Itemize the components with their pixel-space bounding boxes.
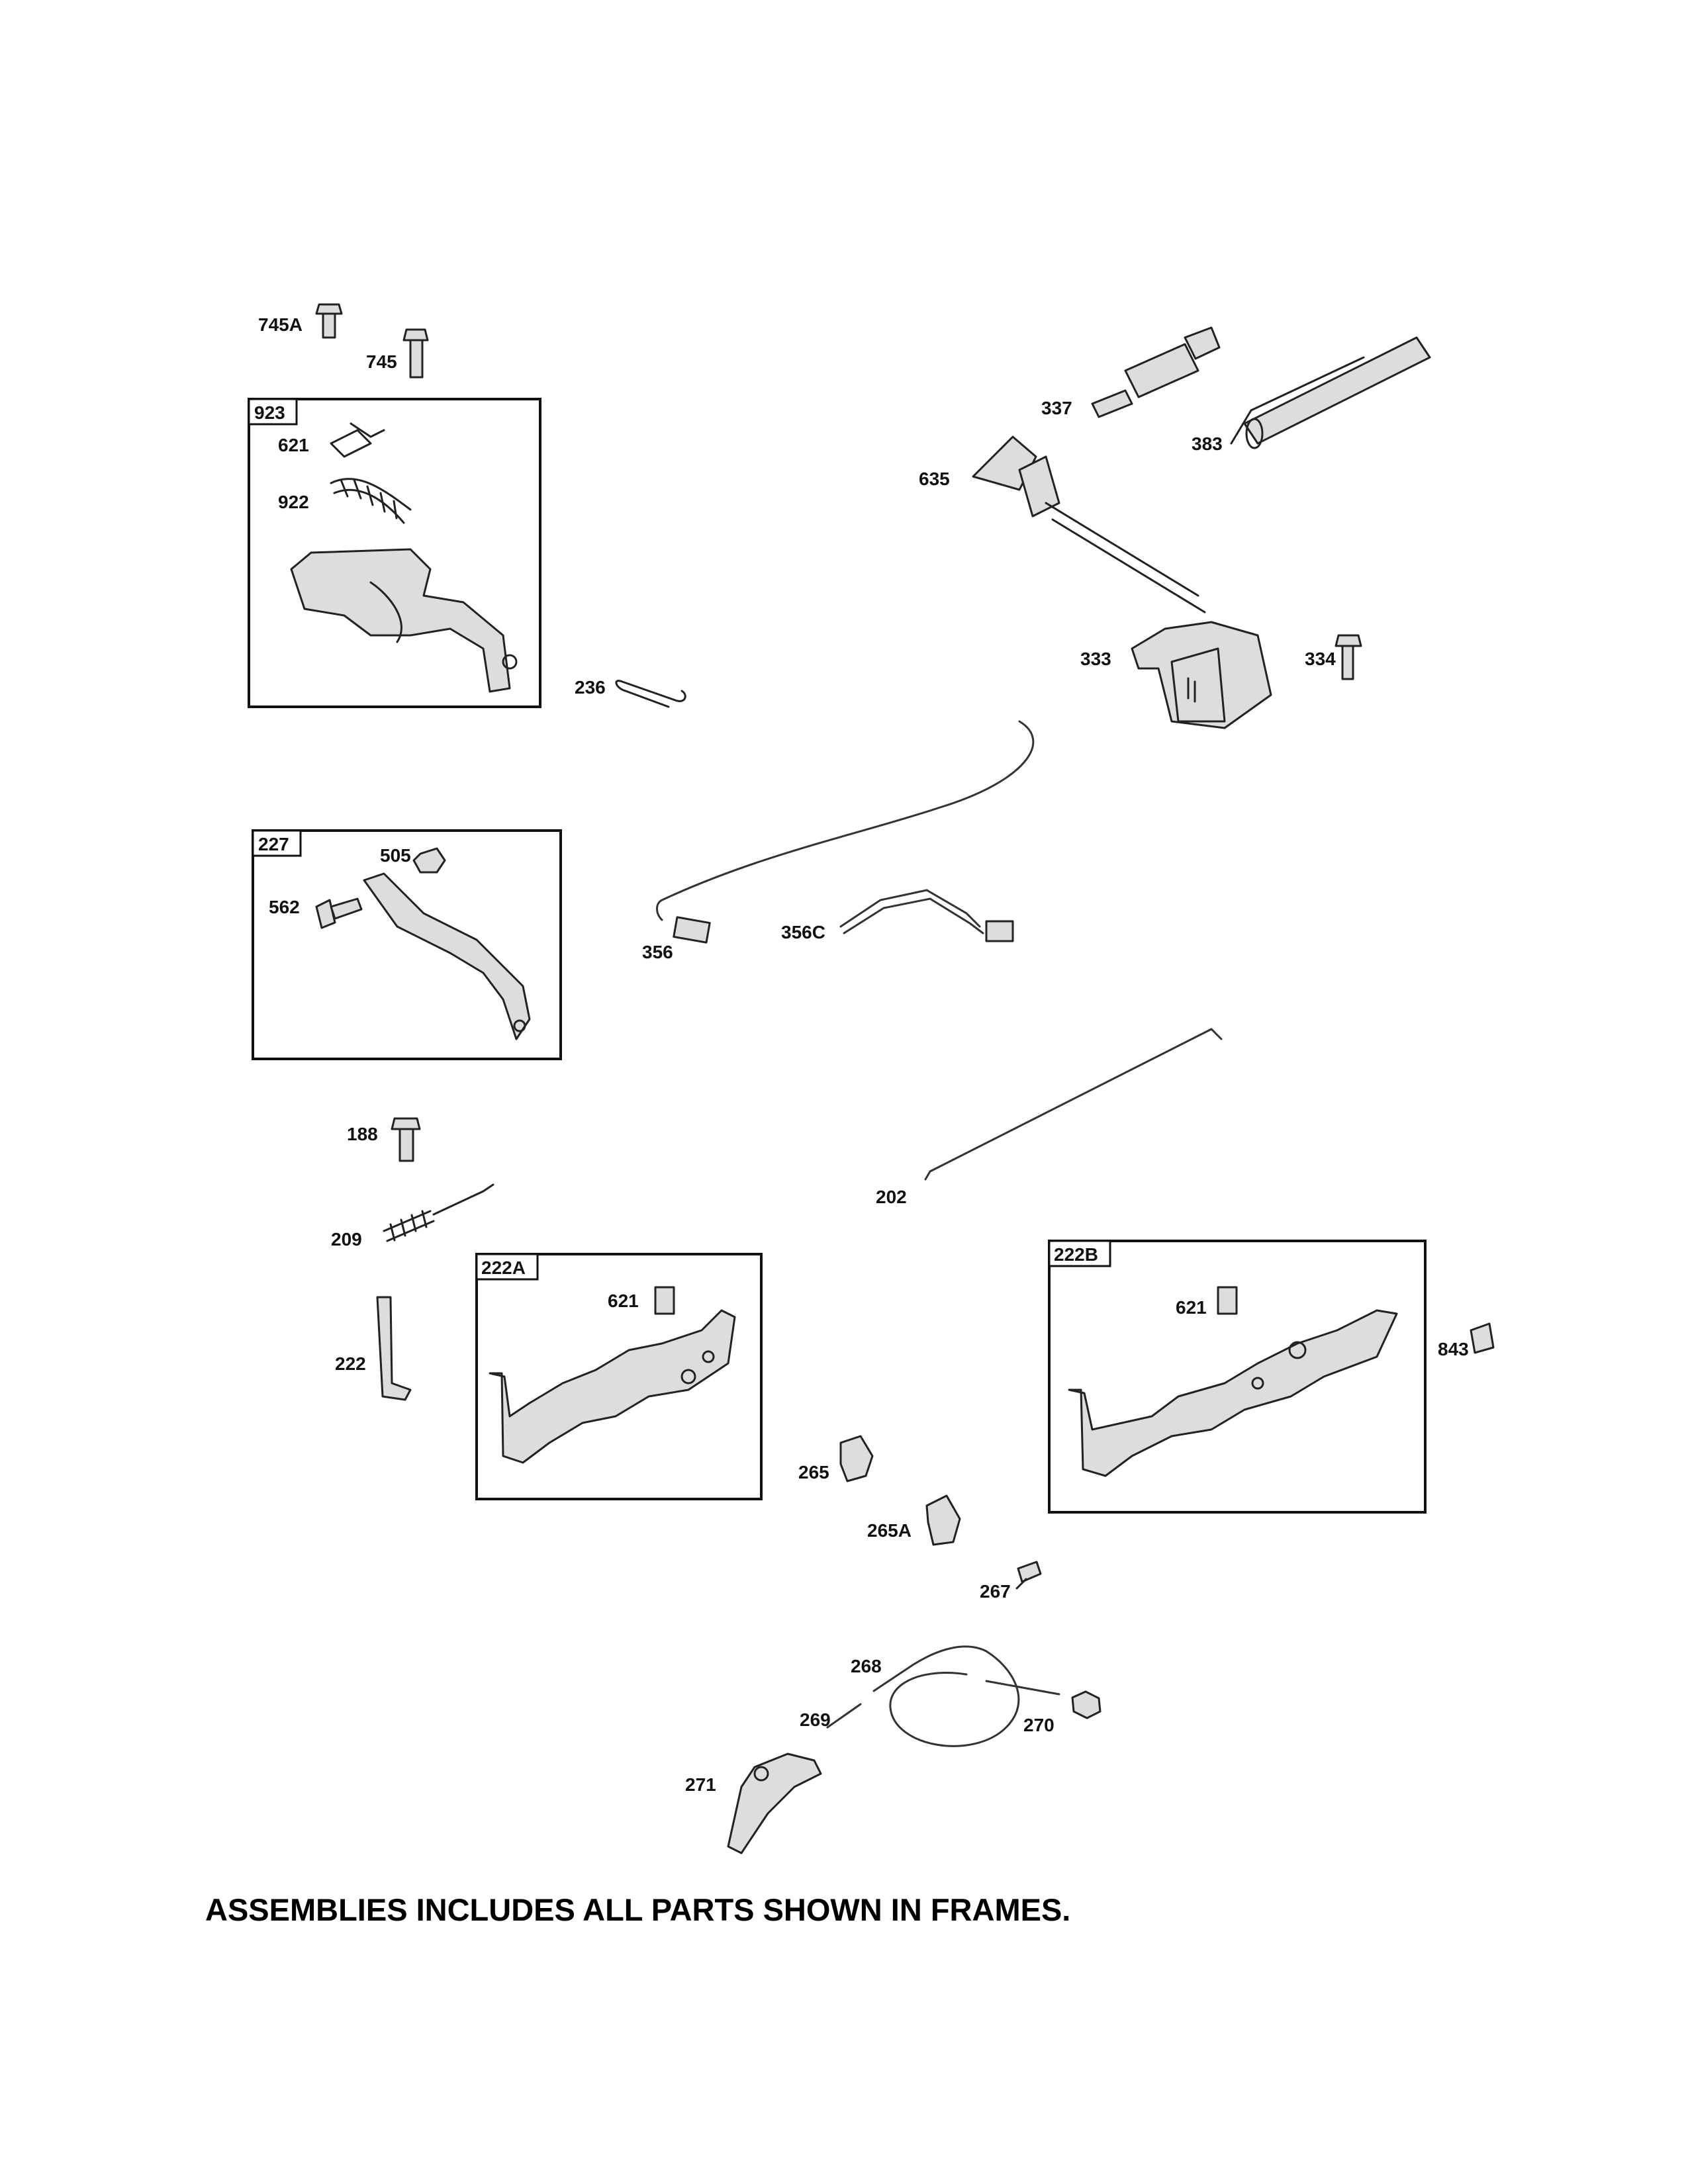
clip-265-drawing — [839, 1435, 874, 1482]
link-236-drawing — [615, 680, 686, 708]
label-209: 209 — [331, 1229, 362, 1250]
label-621-222A: 621 — [608, 1291, 639, 1311]
label-505: 505 — [380, 845, 411, 866]
frame-923-label: 923 — [254, 402, 285, 423]
cable-268-drawing — [826, 1645, 1060, 1747]
spring-922-drawing — [330, 478, 412, 524]
frame-227-label: 227 — [258, 834, 289, 854]
label-356: 356 — [642, 942, 673, 962]
screw-334-drawing — [1335, 634, 1362, 680]
bracket-222-drawing — [376, 1296, 412, 1401]
label-621-923: 621 — [278, 435, 309, 455]
label-265: 265 — [798, 1462, 829, 1482]
rod-202-drawing — [924, 1028, 1223, 1181]
governor-lever-923-drawing — [290, 548, 518, 693]
frame-923: 923 — [248, 398, 541, 708]
clip-265A-drawing — [925, 1494, 961, 1546]
frame-222B-label: 222B — [1054, 1244, 1098, 1265]
bolt-745A-drawing — [315, 303, 343, 339]
label-635: 635 — [919, 469, 950, 489]
lever-227-drawing — [363, 872, 531, 1040]
ignition-armature-333-drawing — [972, 435, 1272, 729]
label-270: 270 — [1023, 1715, 1055, 1735]
label-202: 202 — [876, 1187, 907, 1207]
frame-222B: 222B — [1048, 1240, 1427, 1514]
nut-505-drawing — [412, 847, 446, 874]
frame-222A: 222A — [475, 1253, 763, 1500]
spring-209-drawing — [383, 1183, 494, 1242]
label-562: 562 — [269, 897, 300, 917]
label-265A: 265A — [867, 1520, 912, 1541]
label-922: 922 — [278, 492, 309, 512]
label-271: 271 — [685, 1774, 716, 1795]
label-334: 334 — [1305, 649, 1336, 669]
screw-267-drawing — [1015, 1561, 1042, 1590]
bolt-188-drawing — [391, 1117, 421, 1162]
label-236: 236 — [575, 677, 606, 698]
part-843-drawing — [1470, 1322, 1495, 1354]
label-843: 843 — [1438, 1339, 1469, 1359]
label-356C: 356C — [781, 922, 825, 942]
spark-plug-337-drawing — [1091, 326, 1221, 418]
part-621-923-drawing — [330, 422, 385, 458]
label-333: 333 — [1080, 649, 1111, 669]
bolt-562-drawing — [315, 897, 363, 929]
wire-harness-356C-drawing — [839, 889, 1014, 942]
nut-270-drawing — [1071, 1690, 1102, 1719]
label-267: 267 — [980, 1581, 1011, 1602]
bolt-745-drawing — [402, 328, 429, 379]
label-269: 269 — [800, 1709, 831, 1730]
label-745A: 745A — [258, 314, 303, 335]
stop-wire-356-drawing — [656, 720, 1035, 944]
frame-227: 227 — [252, 829, 562, 1060]
label-337: 337 — [1041, 398, 1072, 418]
assembly-222A-drawing — [489, 1286, 736, 1464]
assemblies-footnote: ASSEMBLIES INCLUDES ALL PARTS SHOWN IN F… — [205, 1892, 1071, 1927]
label-222: 222 — [335, 1353, 366, 1374]
label-621-222B: 621 — [1176, 1297, 1207, 1318]
label-188: 188 — [347, 1124, 378, 1144]
label-268: 268 — [851, 1656, 882, 1676]
lever-271-drawing — [727, 1752, 822, 1854]
assembly-222B-drawing — [1068, 1286, 1398, 1477]
frame-222A-label: 222A — [481, 1257, 526, 1278]
label-745: 745 — [366, 351, 397, 372]
label-383: 383 — [1192, 433, 1223, 454]
tube-383-drawing — [1230, 336, 1431, 449]
